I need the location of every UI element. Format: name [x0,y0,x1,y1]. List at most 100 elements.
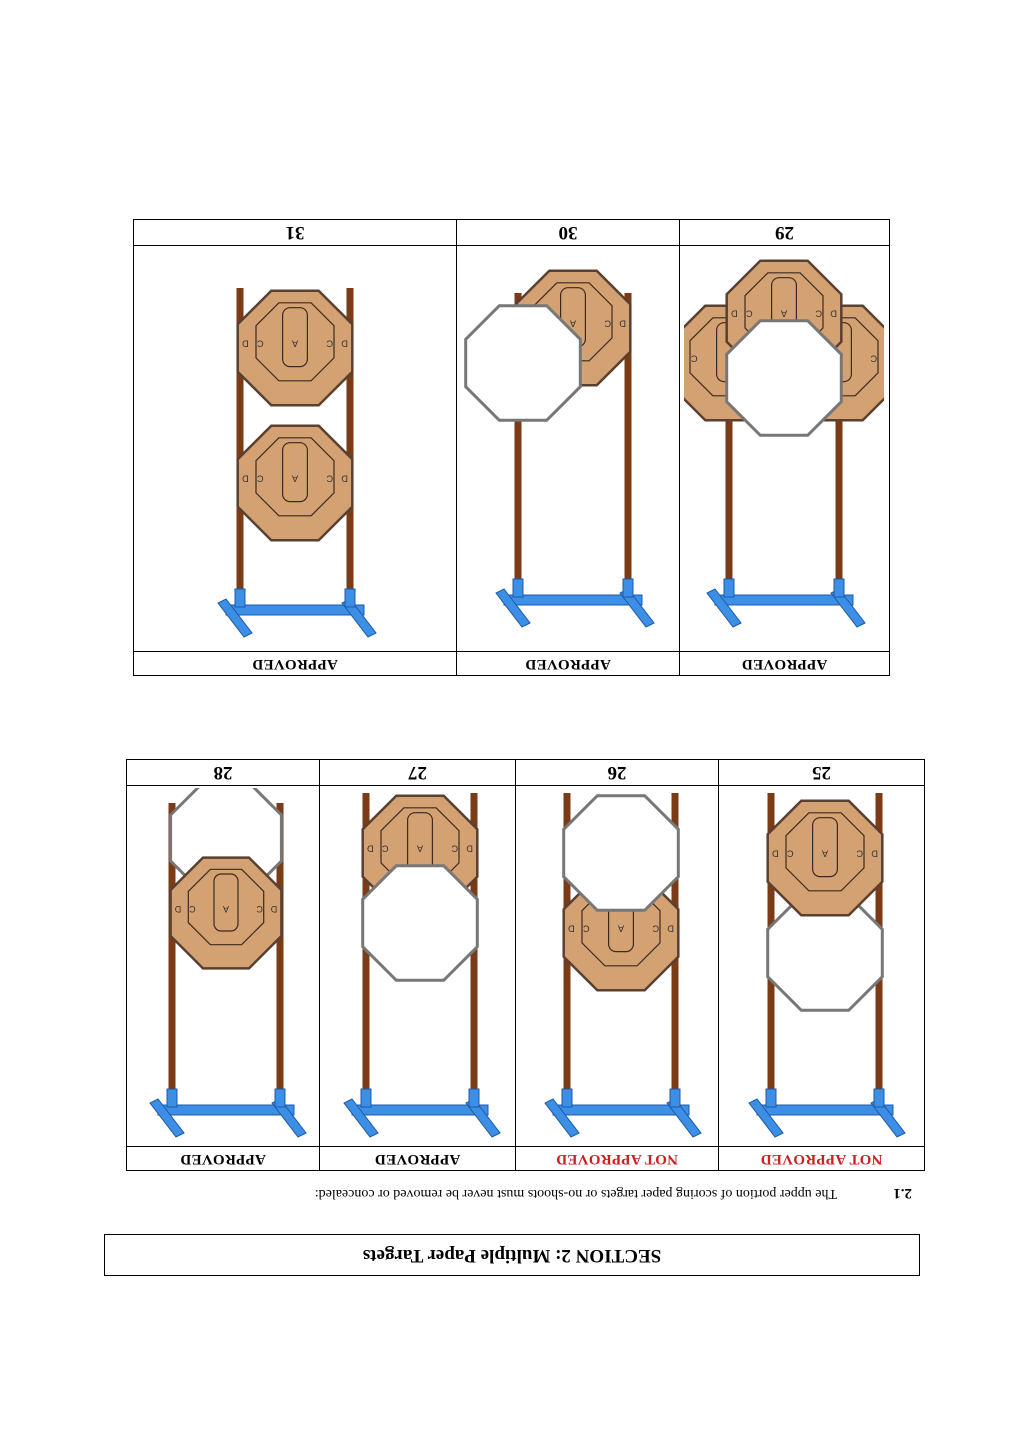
zone-letter: D [568,924,575,934]
zone-letter: D [341,474,348,484]
zone-a-outline [281,307,308,368]
zone-letter: A [223,904,229,914]
figure-table-25-28: NOT APPROVED NOT APPROVED APPROVED APPRO… [126,759,925,1171]
zone-letter: D [242,339,249,349]
target-outline [766,799,885,918]
zone-letter: C [326,339,333,349]
zone-letter: D [242,474,249,484]
zone-letter: A [291,474,298,484]
header-fig-29: APPROVED [679,651,890,676]
frame-bracket [234,589,246,608]
frame-top-beam [503,595,643,606]
zone-letter: D [466,844,473,854]
zone-letter: A [781,309,788,319]
zone-letter: C [604,319,611,329]
zone-letter: C [256,904,263,914]
figure-number-25: 25 [718,759,925,786]
no-shoot-target [562,794,680,913]
zone-letter: A [569,319,576,329]
frame-crossbar [830,588,867,629]
zone-letter: C [652,924,659,934]
zone-letter: C [857,849,864,859]
figure-number-31: 31 [133,219,457,246]
figure-number-27: 27 [319,759,516,786]
zone-letter: D [270,904,277,914]
frame-bracket [512,579,524,598]
rule-number: 2.1 [893,1185,912,1201]
target-outline [169,856,283,971]
zone-letter: C [452,844,459,854]
zone-letter: C [787,849,794,859]
zone-letter: D [619,319,626,329]
frame-crossbar [149,1098,185,1139]
frame-bracket [669,1089,681,1108]
frame-top-beam [157,1105,295,1116]
no-shoot-target [464,304,582,423]
header-fig-25: NOT APPROVED [718,1146,925,1171]
zone-letter: D [830,309,837,319]
frame-crossbar [544,1098,580,1139]
header-fig-30: APPROVED [456,651,680,676]
figure-number-29: 29 [679,219,890,246]
frame-crossbar [619,588,655,629]
figure-table-29-31: APPROVED APPROVED APPROVED DCACDDCACDDCA… [133,219,890,676]
frame-bracket [766,1089,777,1108]
rule-text: The upper portion of scoring paper targe… [314,1186,837,1201]
section-title: SECTION 2: Multiple Paper Targets [104,1234,920,1276]
figure-number-26: 26 [515,759,719,786]
figure-number-28: 28 [126,759,320,786]
zone-letter: A [617,924,624,934]
zone-letter: C [746,309,753,319]
zone-letter: D [174,904,181,914]
zone-letter: D [367,844,374,854]
header-fig-27: APPROVED [319,1146,516,1171]
frame-top-beam [352,1105,489,1116]
zone-c-outline [255,302,335,382]
no-shoot-target [361,864,480,983]
zone-letter: C [691,354,698,364]
zone-letter: C [871,354,878,364]
header-fig-28: APPROVED [126,1146,320,1171]
frame-bracket [724,579,735,598]
target-outline [236,424,354,543]
frame-crossbar [495,588,531,629]
zone-letter: C [257,339,264,349]
header-fig-26: NOT APPROVED [515,1146,719,1171]
header-fig-31: APPROVED [133,651,457,676]
target-outline [236,289,354,408]
frame-crossbar [666,1098,702,1139]
frame-crossbar [870,1098,907,1139]
frame-crossbar [706,588,743,629]
zone-c-outline [255,437,335,517]
zone-letter: C [583,924,590,934]
zone-letter: C [189,904,196,914]
zone-letter: D [871,849,878,859]
frame-top-beam [552,1105,690,1116]
frame-top-beam [225,605,365,616]
frame-top-beam [715,595,854,606]
zone-a-outline [213,873,239,933]
zone-letter: D [667,924,674,934]
frame-crossbar [271,1098,307,1139]
frame-top-beam [757,1105,894,1116]
